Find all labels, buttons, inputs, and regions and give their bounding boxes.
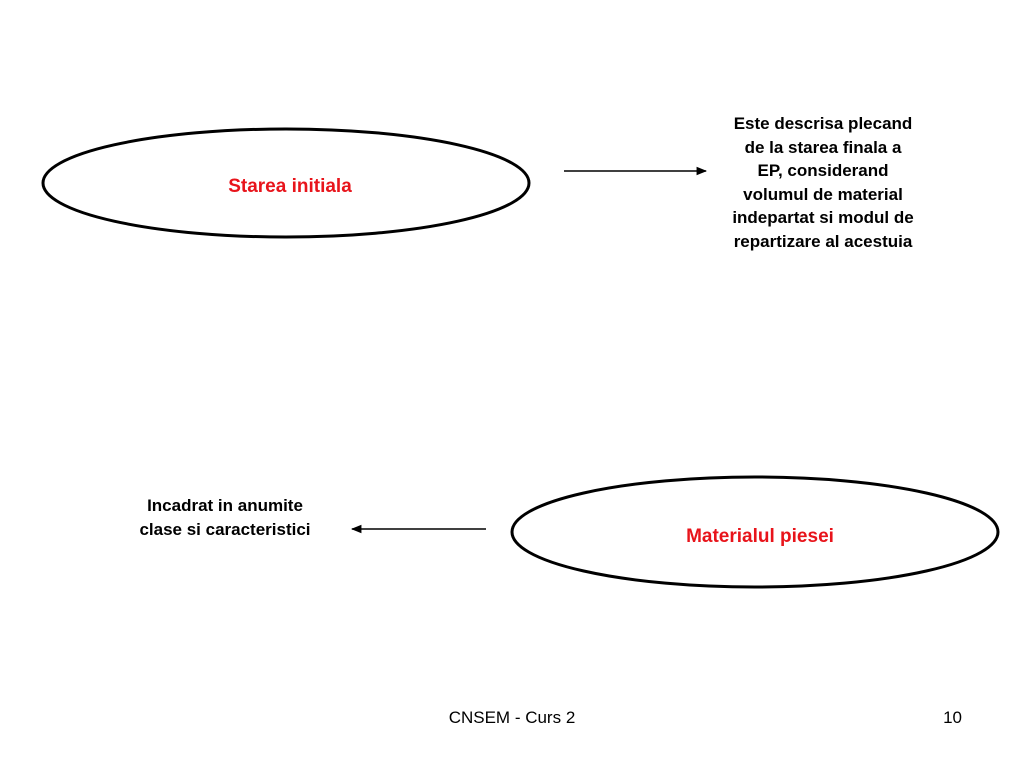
node-materialul-piesei	[510, 475, 1000, 589]
page-number: 10	[943, 708, 962, 727]
node-starea-initiala-label: Starea initiala	[228, 176, 352, 197]
node-starea-initiala	[41, 127, 531, 239]
node-materialul-piesei-label: Materialul piesei	[686, 526, 834, 547]
note-materialul-piesei-description: Incadrat in anumite clase si caracterist…	[139, 496, 311, 539]
footer-title: CNSEM - Curs 2	[448, 708, 576, 727]
note-starea-initiala-description: Este descrisa plecand de la starea final…	[732, 114, 914, 251]
